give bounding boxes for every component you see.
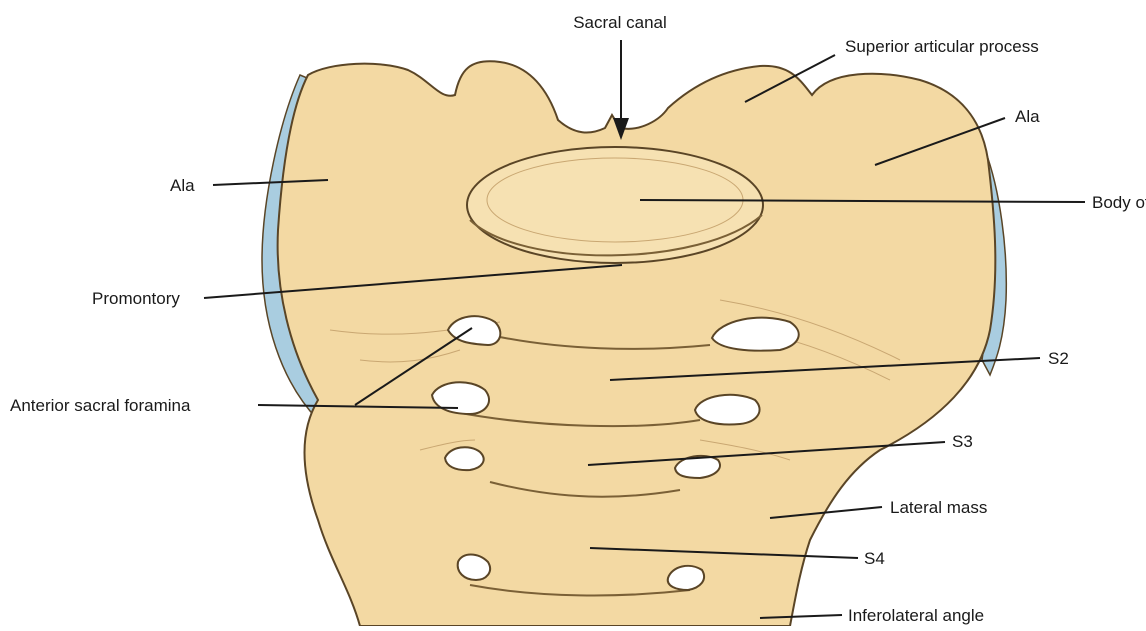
foramen-left-3 (445, 447, 484, 470)
label-s3: S3 (952, 432, 973, 451)
label-anterior-sacral-foramina: Anterior sacral foramina (10, 396, 191, 415)
label-s4: S4 (864, 549, 885, 568)
foramen-right-4 (668, 566, 704, 590)
label-sacral-canal: Sacral canal (573, 13, 667, 32)
label-body-of-s1: Body of S1 (1092, 193, 1146, 212)
label-superior-articular-process: Superior articular process (845, 37, 1039, 56)
label-inferolateral-angle: Inferolateral angle (848, 606, 984, 625)
label-promontory: Promontory (92, 289, 180, 308)
label-s2: S2 (1048, 349, 1069, 368)
foramen-right-2 (695, 395, 760, 425)
sacrum-outline (278, 61, 996, 626)
label-lateral-mass: Lateral mass (890, 498, 987, 517)
label-ala-left: Ala (170, 176, 195, 195)
body-of-s1-surface (467, 147, 763, 263)
label-ala-right: Ala (1015, 107, 1040, 126)
foramen-left-4 (458, 555, 490, 581)
